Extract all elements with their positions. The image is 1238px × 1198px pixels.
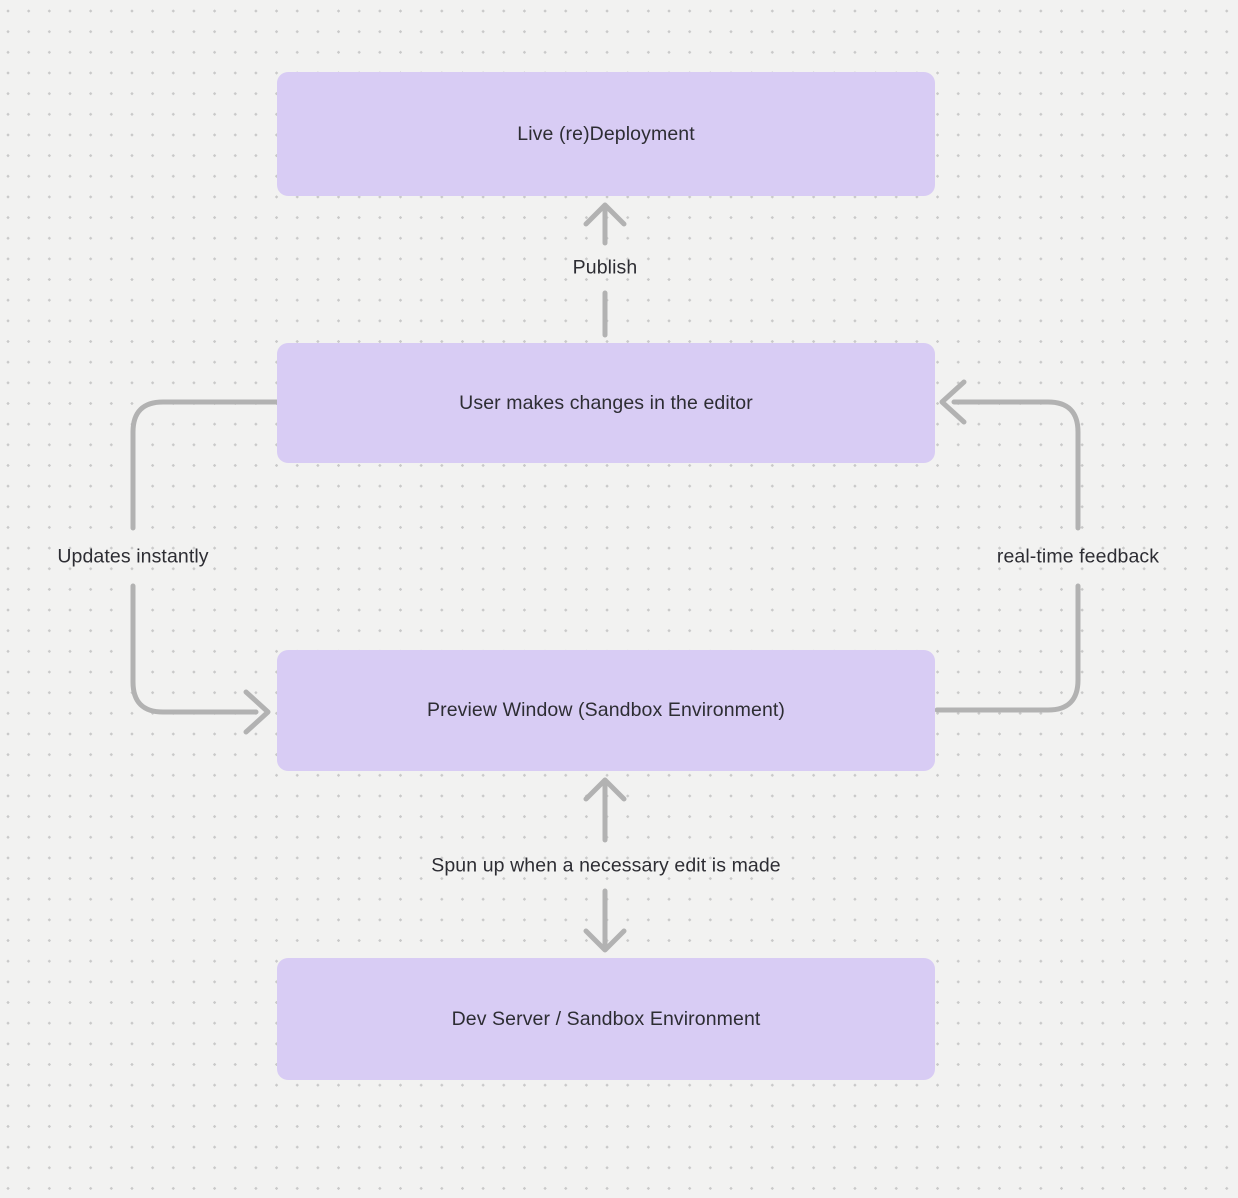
node-label: Preview Window (Sandbox Environment) <box>427 699 785 721</box>
edge-label-updates-instantly: Updates instantly <box>57 545 209 568</box>
arrow-feedback-lower <box>934 583 1081 713</box>
node-preview-window: Preview Window (Sandbox Environment) <box>277 650 935 771</box>
node-live-redeployment: Live (re)Deployment <box>277 72 935 196</box>
node-label: User makes changes in the editor <box>459 391 753 414</box>
arrow-feedback-upper <box>951 399 1081 531</box>
edge-label-realtime-feedback: real-time feedback <box>996 545 1160 568</box>
arrowhead-down-icon <box>583 928 627 953</box>
node-dev-server: Dev Server / Sandbox Environment <box>277 958 935 1080</box>
arrowhead-left-icon <box>939 379 967 425</box>
arrowhead-right-icon <box>243 689 271 735</box>
arrowhead-up-icon <box>583 202 627 227</box>
edge-label-publish: Publish <box>572 256 638 279</box>
node-user-editor: User makes changes in the editor <box>277 343 935 463</box>
arrow-updates-lower <box>130 583 259 715</box>
node-label: Live (re)Deployment <box>517 122 695 145</box>
arrowhead-up-icon <box>583 777 627 802</box>
node-label: Dev Server / Sandbox Environment <box>451 1007 761 1030</box>
arrow-updates-upper <box>130 399 280 531</box>
edge-label-spun-up: Spun up when a necessary edit is made <box>431 854 781 877</box>
